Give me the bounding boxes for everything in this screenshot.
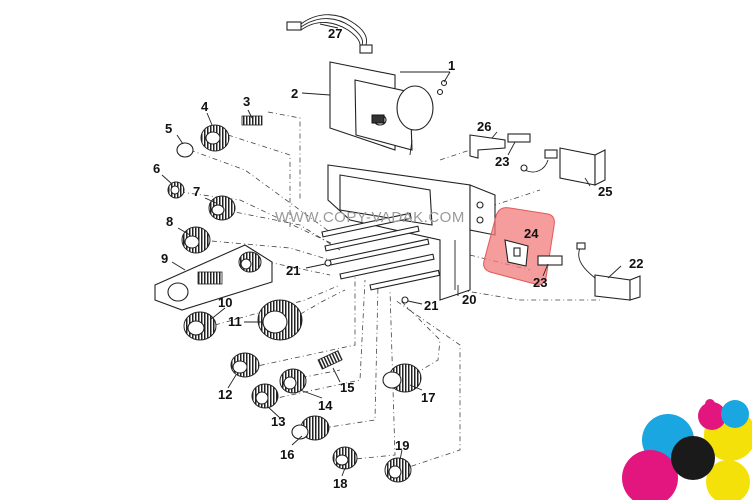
label-2: 2 <box>291 86 298 101</box>
label-11: 11 <box>228 314 242 329</box>
solenoid-assembly-lower <box>537 242 641 301</box>
label-4: 4 <box>201 99 209 114</box>
label-3: 3 <box>243 94 250 109</box>
part-labels: 27 1 2 3 4 5 6 7 8 9 10 11 12 13 14 15 1… <box>153 26 643 491</box>
label-18: 18 <box>333 476 347 491</box>
watermark-text: WWW.COPY-VADAK.COM <box>275 209 465 226</box>
label-23-upper: 23 <box>495 154 509 169</box>
motor-board-assembly <box>329 61 448 156</box>
label-15: 15 <box>340 380 354 395</box>
wire-harness <box>286 14 373 54</box>
shafts <box>321 212 441 304</box>
label-13: 13 <box>271 414 285 429</box>
label-23-lower: 23 <box>533 275 547 290</box>
leader-lines <box>161 23 622 477</box>
label-1: 1 <box>448 58 455 73</box>
main-frame <box>327 164 496 301</box>
gears-left <box>154 115 422 483</box>
label-21-upper: 21 <box>286 263 300 278</box>
label-17: 17 <box>421 390 435 405</box>
label-9: 9 <box>161 251 168 266</box>
label-22: 22 <box>629 256 643 271</box>
label-7: 7 <box>193 184 200 199</box>
label-14: 14 <box>318 398 333 413</box>
label-20: 20 <box>462 292 476 307</box>
label-25: 25 <box>598 184 612 199</box>
cmyk-circles-logo <box>622 399 752 500</box>
solenoid-assembly-upper <box>469 133 606 186</box>
label-5: 5 <box>165 121 172 136</box>
label-27: 27 <box>328 26 342 41</box>
label-6: 6 <box>153 161 160 176</box>
label-19: 19 <box>395 438 409 453</box>
label-16: 16 <box>280 447 294 462</box>
part-24-highlight <box>483 207 555 285</box>
label-21-lower: 21 <box>424 298 438 313</box>
label-8: 8 <box>166 214 173 229</box>
label-24: 24 <box>524 226 539 241</box>
label-10: 10 <box>218 295 232 310</box>
label-12: 12 <box>218 387 232 402</box>
label-26: 26 <box>477 119 491 134</box>
